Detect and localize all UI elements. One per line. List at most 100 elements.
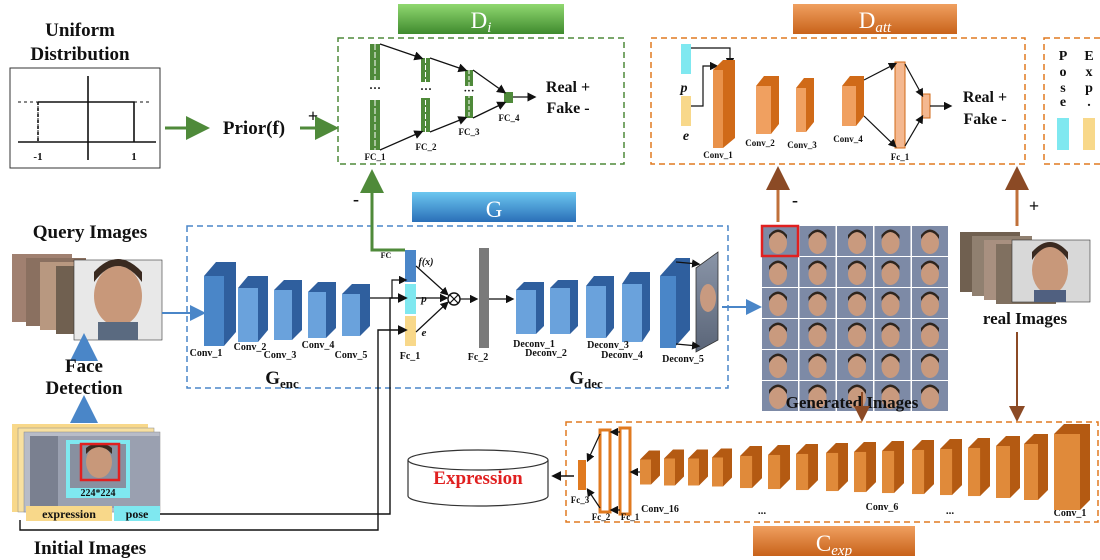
di-fc4-node [504, 92, 513, 103]
cexp-fc1-block [618, 426, 632, 516]
g-latent-combine-arrows [415, 265, 449, 333]
prior-plus: + [308, 106, 318, 126]
generated-images-grid [762, 226, 948, 411]
uniform-title-line2: Distribution [30, 44, 130, 65]
cexp-conv-block [912, 440, 934, 495]
legend-exp-letters: E x p . [1084, 49, 1093, 110]
g-conv1-block [204, 262, 236, 346]
svg-text:P: P [1059, 49, 1068, 64]
g-deconv5-label: Deconv_5 [662, 354, 704, 365]
g-conv5-label: Conv_5 [335, 350, 368, 361]
g-fx-label: f(x) [419, 257, 434, 268]
g-conv4-label: Conv_4 [302, 340, 335, 351]
datt-conv3-block [796, 78, 814, 132]
generated-face-thumb [912, 381, 948, 411]
generated-face-thumb [874, 257, 911, 287]
cexp-conv-block [712, 448, 732, 487]
generated-face-thumb [762, 350, 798, 380]
cexp-conv-block [1024, 434, 1048, 500]
cexp-conv-block [664, 449, 684, 486]
cexp-conv16-label: Conv_16 [641, 504, 679, 515]
g-latent-pose [405, 284, 416, 314]
g-title-banner [412, 192, 576, 222]
datt-output-real: Real + [963, 89, 1007, 106]
legend-pose-letters: P o s e [1059, 49, 1068, 110]
g-deconv1-label: Deconv_1 [513, 339, 555, 350]
g-enc-to-latent-arrow [370, 275, 408, 299]
expression-tag [26, 506, 112, 521]
cexp-conv-block [1054, 424, 1090, 510]
datt-p-label: p [680, 81, 688, 96]
datt-conv4-block [842, 76, 864, 126]
face-detection-line1: Face [65, 356, 103, 377]
generated-face-thumb [799, 226, 836, 256]
g-fc1-label: Fc_1 [400, 351, 421, 362]
datt-title: Datt [859, 8, 892, 36]
g-latent-exp [405, 316, 416, 346]
di-fc4-label: FC_4 [499, 113, 520, 123]
initial-images-label: Initial Images [34, 538, 146, 559]
generated-face-thumb [762, 257, 798, 287]
g-conv5-block [342, 284, 370, 336]
generated-face-thumb [762, 226, 798, 256]
generated-face-thumb [912, 226, 948, 256]
g-deconv3-block [586, 276, 614, 338]
uniform-tick-pos: 1 [131, 151, 137, 163]
di-box [337, 37, 625, 165]
cexp-title: Cexp [816, 531, 853, 559]
generated-face-thumb [837, 226, 873, 256]
g-deconv4-label: Deconv_4 [601, 350, 643, 361]
cexp-fc3-label: Fc_3 [571, 495, 590, 505]
g-deconv2-label: Deconv_2 [525, 348, 567, 359]
cexp-conv-block [796, 444, 818, 491]
generated-face-thumb [762, 288, 798, 318]
uniform-plot-frame [9, 67, 161, 169]
query-images-stack [12, 254, 163, 341]
g-e-label: e [422, 327, 427, 339]
generated-face-thumb [874, 350, 911, 380]
datt-title-banner [793, 4, 957, 34]
cexp-conv-block [940, 439, 962, 496]
cexp-title-banner [753, 526, 915, 556]
real-images-label: real Images [983, 309, 1068, 328]
svg-text:e: e [1060, 95, 1066, 110]
g-fc-label: FC [381, 251, 392, 260]
datt-output-fake: Fake - [963, 111, 1006, 128]
generated-face-thumb [912, 350, 948, 380]
cexp-conv-block [882, 441, 904, 494]
di-fc2-label: FC_2 [416, 142, 437, 152]
g-fc2-label: Fc_2 [468, 352, 489, 363]
cexp-fc3-node [578, 460, 586, 490]
query-images-label: Query Images [33, 222, 148, 243]
g-deconv3-label: Deconv_3 [587, 340, 629, 351]
cexp-box [565, 421, 1099, 523]
di-fc2-dots: ··· [420, 82, 432, 96]
datt-e-label: e [683, 129, 689, 144]
face-detection-line2: Detection [45, 378, 122, 399]
g-dec-label: Gdec [569, 368, 603, 391]
generated-face-thumb [799, 319, 836, 349]
generated-face-thumb [799, 257, 836, 287]
legend-exp-swatch [1083, 118, 1095, 150]
di-output-fake: Fake - [546, 100, 589, 117]
generated-selected-highlight [760, 224, 800, 258]
di-fc3-column [465, 70, 473, 118]
g-conv3-label: Conv_3 [264, 350, 297, 361]
generated-face-thumb [874, 319, 911, 349]
g-conv3-block [274, 280, 302, 340]
cexp-dots-1: ... [758, 505, 767, 517]
real-plus: + [1029, 196, 1039, 216]
generated-images-label: Generated Images [786, 393, 919, 412]
cexp-fc-connections [586, 427, 640, 515]
generated-face-thumb [874, 381, 911, 411]
prior-label: Prior(f) [223, 118, 285, 139]
di-minus: - [353, 189, 359, 209]
g-conv2-block [238, 276, 268, 342]
g-conv2-label: Conv_2 [234, 342, 267, 353]
cexp-fc1-label: Fc_1 [621, 512, 640, 522]
g-deconv5-arrows [675, 259, 701, 350]
cexp-conv1-label: Conv_1 [1054, 508, 1087, 519]
di-fc1-label: FC_1 [365, 152, 386, 162]
datt-conv2-block [756, 76, 779, 134]
g-fc2-node [479, 248, 489, 348]
